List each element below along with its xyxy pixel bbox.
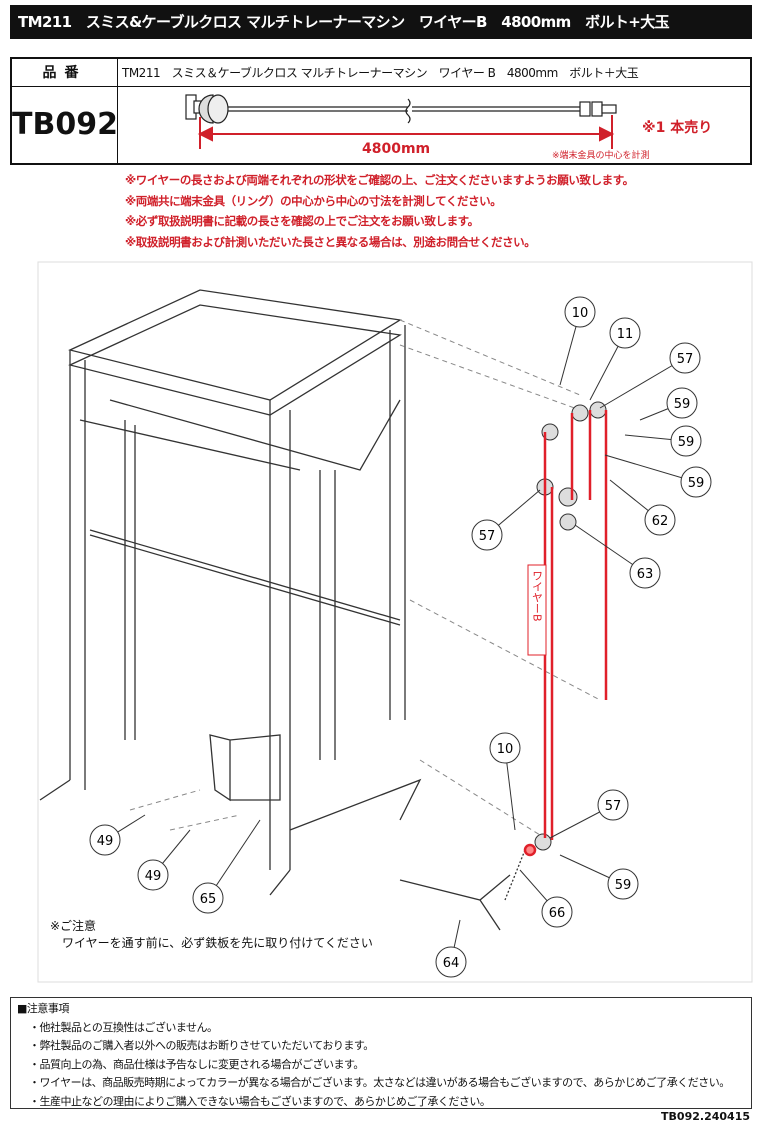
part-number-callout: 57: [479, 529, 496, 544]
part-number-callout: 59: [615, 878, 632, 893]
part-number-callout: 59: [678, 435, 695, 450]
callout-circle: [435, 946, 467, 978]
callout-circle: [669, 342, 701, 374]
callout-leader: [604, 454, 697, 483]
part-number-callout: 49: [145, 869, 162, 884]
caution-title: ※ご注意: [50, 919, 97, 933]
part-number-callout: 59: [674, 397, 691, 412]
part-number-callout: 11: [617, 327, 634, 342]
document-id: TB092.240415: [661, 1110, 750, 1123]
callout-circle: [670, 425, 702, 457]
part-number-callout: 64: [443, 956, 460, 971]
notes-item: ・生産中止などの理由によりご購入できない場合もございますので、あらかじめご了承く…: [29, 1094, 491, 1108]
caution-text: ワイヤーを通す前に、必ず鉄板を先に取り付けてください: [62, 936, 373, 950]
assembly-diagram: ワイヤーB 10 11 57 59 59 59 62 57 63 10 57 59 66 64 49 49 65: [37, 261, 753, 983]
callout-circle: [89, 824, 121, 856]
callout-circle: [609, 317, 641, 349]
caution-note: ※ご注意 ワイヤーを通す前に、必ず鉄板を先に取り付けてください: [50, 918, 450, 952]
wire-b-label: ワイヤーB: [531, 570, 544, 622]
product-name: TM211 スミス＆ケーブルクロス マルチトレーナーマシン ワイヤー B 480…: [122, 66, 639, 80]
callout-leader: [207, 819, 261, 899]
callout-circle: [192, 882, 224, 914]
order-notes: ※ワイヤーの長さおよび両端それぞれの形状をご確認の上、ご注文くださいますようお願…: [125, 170, 750, 252]
callout-circle: [564, 296, 596, 328]
part-number-callout: 10: [572, 306, 589, 321]
wire-illustration: [185, 94, 617, 149]
product-number-label: 品番: [12, 59, 118, 87]
callout-circle: [666, 387, 698, 419]
callout-circle: [629, 557, 661, 589]
callout-circle: [644, 504, 676, 536]
measure-note: ※端末金具の中心を計測: [552, 151, 650, 161]
part-number-callout: 57: [677, 352, 694, 367]
page-title: TM211 スミス&ケーブルクロス マルチトレーナーマシン ワイヤーB 4800…: [10, 5, 752, 39]
notes-box: ■注意事項 ・他社製品との互換性はございません。 ・弊社製品のご購入者以外への販…: [10, 997, 752, 1109]
callout-circle: [137, 859, 169, 891]
notes-item: ・ワイヤーは、商品販売時期によってカラーが異なる場合がございます。太さなどは違い…: [29, 1076, 730, 1089]
order-note: ※取扱説明書および計測いただいた長さと異なる場合は、別途お問合せください。: [125, 234, 536, 249]
order-note: ※必ず取扱説明書に記載の長さを確認の上でご注文をお願い致します。: [125, 214, 479, 228]
part-number-callout: 10: [497, 742, 514, 757]
part-number-callout: 65: [200, 892, 217, 907]
callout-circle: [607, 868, 639, 900]
notes-heading: ■注意事項: [17, 1002, 69, 1015]
part-number-callout: 49: [97, 834, 114, 849]
part-number-callout: 57: [605, 799, 622, 814]
spec-table: 品番 TM211 スミス＆ケーブルクロス マルチトレーナーマシン ワイヤー B …: [10, 57, 752, 165]
length-label: 4800mm: [362, 141, 431, 157]
pulleys: [534, 401, 607, 851]
part-number-callout: 59: [688, 476, 705, 491]
part-number-callout: 63: [637, 567, 654, 582]
part-number-callout: 62: [652, 514, 669, 529]
callout-circle: [597, 789, 629, 821]
callout-circle: [489, 732, 521, 764]
notes-item: ・品質向上の為、商品仕様は予告なしに変更される場合がございます。: [29, 1057, 364, 1071]
part-number-callout: 66: [549, 906, 566, 921]
product-code: TB092: [12, 87, 118, 163]
notes-item: ・他社製品との互換性はございません。: [29, 1020, 218, 1034]
order-note: ※両端共に端末金具（リング）の中心から中心の寸法を計測してください。: [125, 193, 502, 208]
wire-b-path: [523, 410, 608, 857]
notes-item: ・弊社製品のご購入者以外への販売はお断りさせていただいております。: [29, 1039, 374, 1052]
callout-circle: [680, 466, 712, 498]
callout-circle: [541, 896, 573, 928]
sold-single-label: ※1 本売り: [642, 120, 713, 136]
machine-frame: [39, 289, 526, 931]
callout-leader: [599, 357, 686, 409]
order-note: ※ワイヤーの長さおよび両端それぞれの形状をご確認の上、ご注文くださいますようお願…: [125, 173, 634, 187]
callout-circle: [471, 519, 503, 551]
